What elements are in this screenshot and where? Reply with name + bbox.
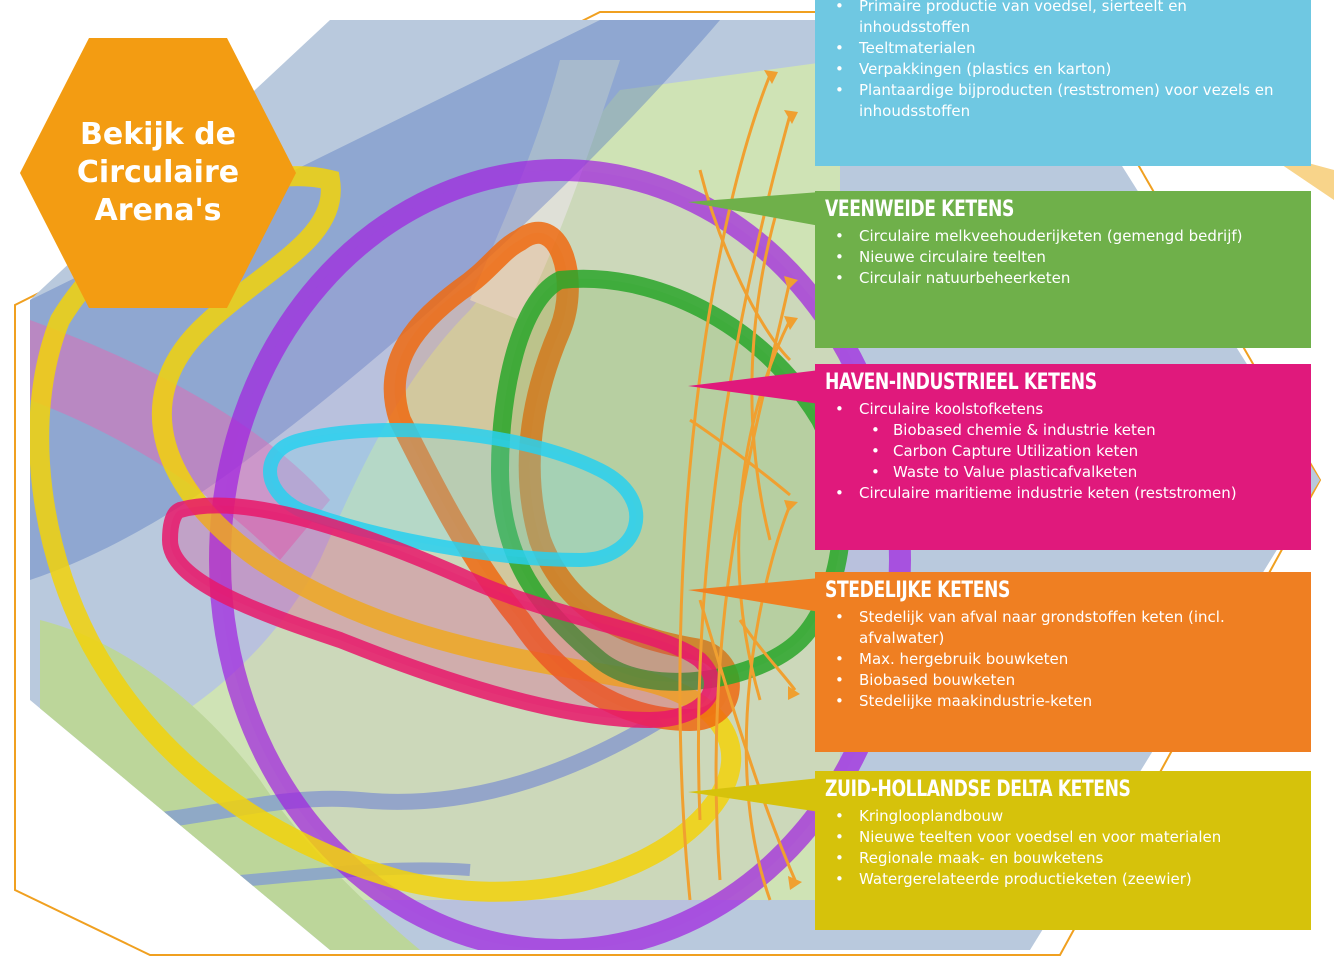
stedelijk-pointer <box>688 578 820 612</box>
stedelijke-panel: STEDELIJKE KETENS Stedelijk van afval na… <box>815 572 1311 752</box>
haven-industrieel-panel: HAVEN-INDUSTRIEEL KETENS Circulaire kool… <box>815 364 1311 550</box>
orange-urban-loop <box>383 221 740 732</box>
list-item: Regionale maak- en bouwketens <box>825 848 1301 869</box>
list-item: Verpakkingen (plastics en karton) <box>825 59 1301 80</box>
yellow-delta-loop <box>30 166 742 902</box>
list-item: Max. hergebruik bouwketen <box>825 649 1301 670</box>
list-item: Circulaire maritieme industrie keten (re… <box>825 483 1301 504</box>
list-item: Biobased bouwketen <box>825 670 1301 691</box>
haven-title: HAVEN-INDUSTRIEEL KETENS <box>825 370 1097 395</box>
list-item: Kringlooplandbouw <box>825 806 1301 827</box>
list-item: Stedelijke maakindustrie-keten <box>825 691 1301 712</box>
list-item: Nieuwe teelten voor voedsel en voor mate… <box>825 827 1301 848</box>
magenta-haven-loop <box>161 497 720 729</box>
list-item: Stedelijk van afval naar grondstoffen ke… <box>825 607 1301 649</box>
pink-sea-band <box>30 320 330 560</box>
primary-production-list: Primaire productie van voedsel, sierteel… <box>825 0 1301 122</box>
list-item: Circulaire koolstofketens <box>825 399 1301 420</box>
list-item: Plantaardige bijproducten (reststromen) … <box>825 80 1301 122</box>
circular-arenas-button[interactable]: Bekijk de Circulaire Arena's <box>20 38 296 308</box>
arrow-curve <box>744 504 792 901</box>
list-subitem: Biobased chemie & industrie keten <box>825 420 1301 441</box>
cyan-primary-loop <box>263 423 644 568</box>
veenweide-pointer <box>688 192 820 226</box>
arrow-curve <box>689 418 791 497</box>
arrow-curve <box>678 74 772 901</box>
arrow-curve <box>750 199 782 541</box>
list-item: Primaire productie van voedsel, sierteel… <box>825 0 1301 38</box>
arrowhead <box>784 276 798 290</box>
arrowhead <box>788 876 802 890</box>
arrowheads <box>764 70 802 890</box>
arrowhead <box>764 70 778 84</box>
veenweide-title: VEENWEIDE KETENS <box>825 197 1014 222</box>
arrowhead <box>788 686 800 700</box>
zuid-title: ZUID-HOLLANDSE DELTA KETENS <box>825 777 1131 802</box>
zuid-hollandse-delta-panel: ZUID-HOLLANDSE DELTA KETENS Kringlooplan… <box>815 771 1311 930</box>
haven-pointer <box>688 370 820 404</box>
list-item: Teeltmaterialen <box>825 38 1301 59</box>
primary-production-panel: Primaire productie van voedsel, sierteel… <box>815 0 1311 166</box>
arrow-curve <box>737 319 792 701</box>
arrowhead <box>784 316 798 330</box>
list-subitem: Waste to Value plasticafvalketen <box>825 462 1301 483</box>
circular-arenas-button-label: Bekijk de Circulaire Arena's <box>76 117 240 228</box>
veenweide-panel: VEENWEIDE KETENS Circulaire melkveehoude… <box>815 191 1311 348</box>
list-subitem: Carbon Capture Utilization keten <box>825 441 1301 462</box>
veenweide-list: Circulaire melkveehouderijketen (gemengd… <box>825 226 1301 289</box>
list-item: Circulair natuurbeheerketen <box>825 268 1301 289</box>
zuid-list: Kringlooplandbouw Nieuwe teelten voor vo… <box>825 806 1301 890</box>
stedelijk-list: Stedelijk van afval naar grondstoffen ke… <box>825 607 1301 712</box>
arrow-curve <box>738 619 797 691</box>
list-item: Nieuwe circulaire teelten <box>825 247 1301 268</box>
zuid-pointer <box>688 778 820 812</box>
list-item: Circulaire melkveehouderijketen (gemengd… <box>825 226 1301 247</box>
haven-list: Circulaire koolstofketens Biobased chemi… <box>825 399 1301 504</box>
arrow-curve <box>698 169 792 362</box>
stedelijk-title: STEDELIJKE KETENS <box>825 578 1010 603</box>
arrowhead <box>784 500 798 512</box>
arrow-curve <box>698 599 797 881</box>
arrowhead <box>784 110 798 124</box>
list-item: Watergerelateerde productieketen (zeewie… <box>825 869 1301 890</box>
